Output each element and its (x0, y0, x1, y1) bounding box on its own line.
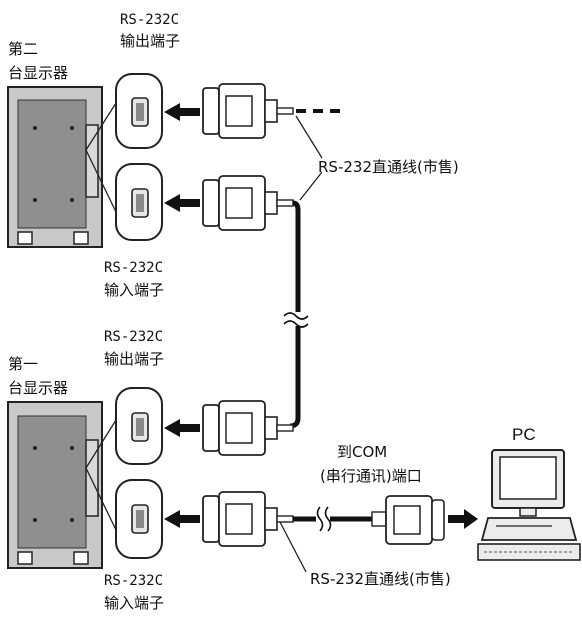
callout-leader (85, 419, 117, 469)
top-cable-label: RS-232直通线(市售) (318, 158, 459, 176)
second-display-title-line1: 第二 (8, 40, 38, 58)
second-display-output-port (115, 73, 163, 149)
bottom-cable-label: RS-232直通线(市售) (310, 570, 451, 588)
first-display-foot (73, 551, 89, 565)
second-display-foot (73, 231, 89, 245)
left-arrow-icon (164, 510, 200, 528)
label-leader (279, 521, 307, 573)
second-display-output-port-label-line1: RS-232C (120, 12, 179, 28)
pc-computer-icon (477, 449, 581, 561)
first-display-input-port (115, 479, 163, 559)
db9-connector-plug (202, 491, 294, 547)
screw-dot (33, 446, 37, 450)
second-display-title-line2: 台显示器 (8, 64, 68, 82)
screw-dot (70, 446, 74, 450)
first-display-input-port-label-line2: 输入端子 (104, 594, 164, 612)
db9-connector-plug (202, 175, 294, 231)
screw-dot (33, 126, 37, 130)
second-display-foot (17, 231, 33, 245)
first-display-output-port-label-line2: 输出端子 (104, 350, 164, 368)
com-label-line1: 到COM (337, 443, 387, 461)
label-leader (299, 171, 323, 201)
first-display-title-line1: 第一 (8, 355, 38, 373)
screw-dot (33, 518, 37, 522)
screw-dot (70, 126, 74, 130)
screw-dot (70, 518, 74, 522)
screw-dot (33, 198, 37, 202)
first-display-output-port-label-line1: RS-232C (104, 329, 163, 345)
callout-leader (85, 467, 117, 531)
callout-leader (85, 102, 117, 151)
second-display-output-port-label-line2: 输出端子 (120, 32, 180, 50)
pc-stand (519, 507, 537, 517)
first-display (7, 401, 117, 569)
second-display-input-port (115, 163, 163, 241)
first-display-input-port-label-line1: RS-232C (104, 573, 163, 589)
first-display-side-bracket (85, 439, 99, 517)
cable-break-gap (316, 508, 330, 530)
db9-connector-plug (202, 83, 294, 139)
first-display-output-port (115, 387, 163, 465)
left-arrow-icon (164, 194, 200, 212)
first-display-title-line2: 台显示器 (8, 379, 68, 397)
second-display-input-port-label-line1: RS-232C (104, 260, 163, 276)
db9-connector-plug-pc (371, 495, 445, 545)
cable-break-gap (286, 312, 310, 326)
second-display (7, 86, 117, 248)
screw-dot (70, 198, 74, 202)
first-display-foot (17, 551, 33, 565)
cable-break-mark (316, 506, 324, 532)
com-label-line2: (串行通讯)端口 (320, 467, 422, 485)
cable-break-mark (283, 312, 309, 320)
callout-leader (85, 149, 117, 213)
pc-label: PC (512, 425, 536, 444)
db9-connector-plug (202, 400, 294, 456)
label-leader (295, 115, 323, 159)
first-display-inner-panel (17, 415, 87, 549)
pc-base (480, 517, 578, 541)
second-display-input-port-label-line2: 输入端子 (104, 281, 164, 299)
cable-break-mark (283, 320, 309, 328)
second-display-inner-panel (17, 99, 87, 229)
left-arrow-icon (164, 103, 200, 121)
cable-break-mark (324, 506, 332, 532)
left-arrow-icon (164, 419, 200, 437)
pc-screen (499, 456, 557, 500)
right-arrow-icon (448, 509, 478, 529)
